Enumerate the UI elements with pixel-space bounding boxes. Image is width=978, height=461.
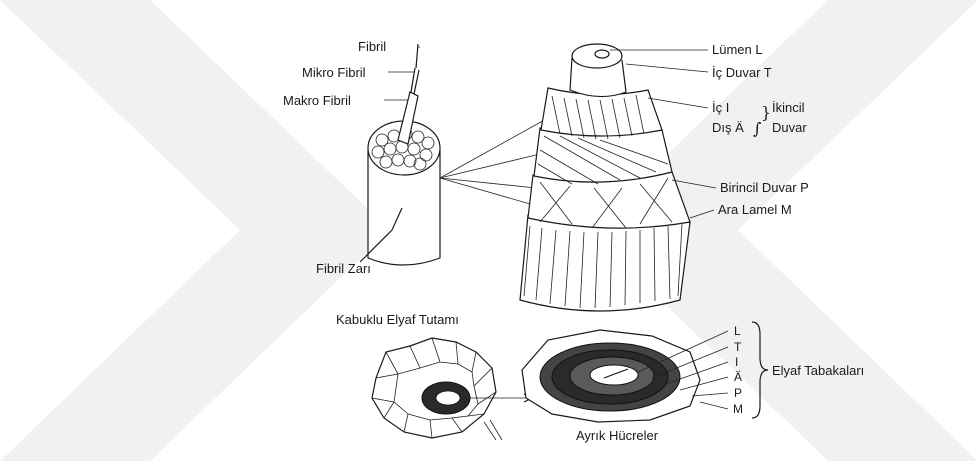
label-fibril-zari: Fibril Zarı xyxy=(316,261,371,276)
label-ayrik-hucreler: Ayrık Hücreler xyxy=(576,428,659,443)
label-ara-lamel: Ara Lamel M xyxy=(718,202,792,217)
layer-letter-a: Ä xyxy=(734,370,742,384)
layer-letter-l: L xyxy=(734,324,741,338)
label-dis-a: Dış Ä xyxy=(712,120,744,135)
label-ikincil: İkincil xyxy=(772,100,805,115)
label-fibril: Fibril xyxy=(358,39,386,54)
label-ic-i: İç I xyxy=(712,100,729,115)
label-mikro-fibril: Mikro Fibril xyxy=(302,65,366,80)
layer-letter-m: M xyxy=(733,402,743,416)
brace-small-top: } xyxy=(761,103,771,122)
layer-letter-t: T xyxy=(734,340,742,354)
fibril-cylinder xyxy=(360,44,440,265)
fiber-bundle xyxy=(372,338,532,440)
layer-letter-i: I xyxy=(735,355,738,369)
label-elyaf-tabakalari: Elyaf Tabakaları xyxy=(772,363,864,378)
fiber-cross-section xyxy=(522,330,700,422)
label-duvar: Duvar xyxy=(772,120,807,135)
label-lumen: Lümen L xyxy=(712,42,763,57)
label-ic-duvar: İç Duvar T xyxy=(712,65,772,80)
cell-wall-layers xyxy=(520,44,690,311)
label-makro-fibril: Makro Fibril xyxy=(283,93,351,108)
label-birincil-duvar: Birincil Duvar P xyxy=(720,180,809,195)
label-kabuklu-elyaf-tutami: Kabuklu Elyaf Tutamı xyxy=(336,312,459,327)
layer-letter-p: P xyxy=(734,386,742,400)
brace-small-bottom: ∫ xyxy=(753,119,761,138)
